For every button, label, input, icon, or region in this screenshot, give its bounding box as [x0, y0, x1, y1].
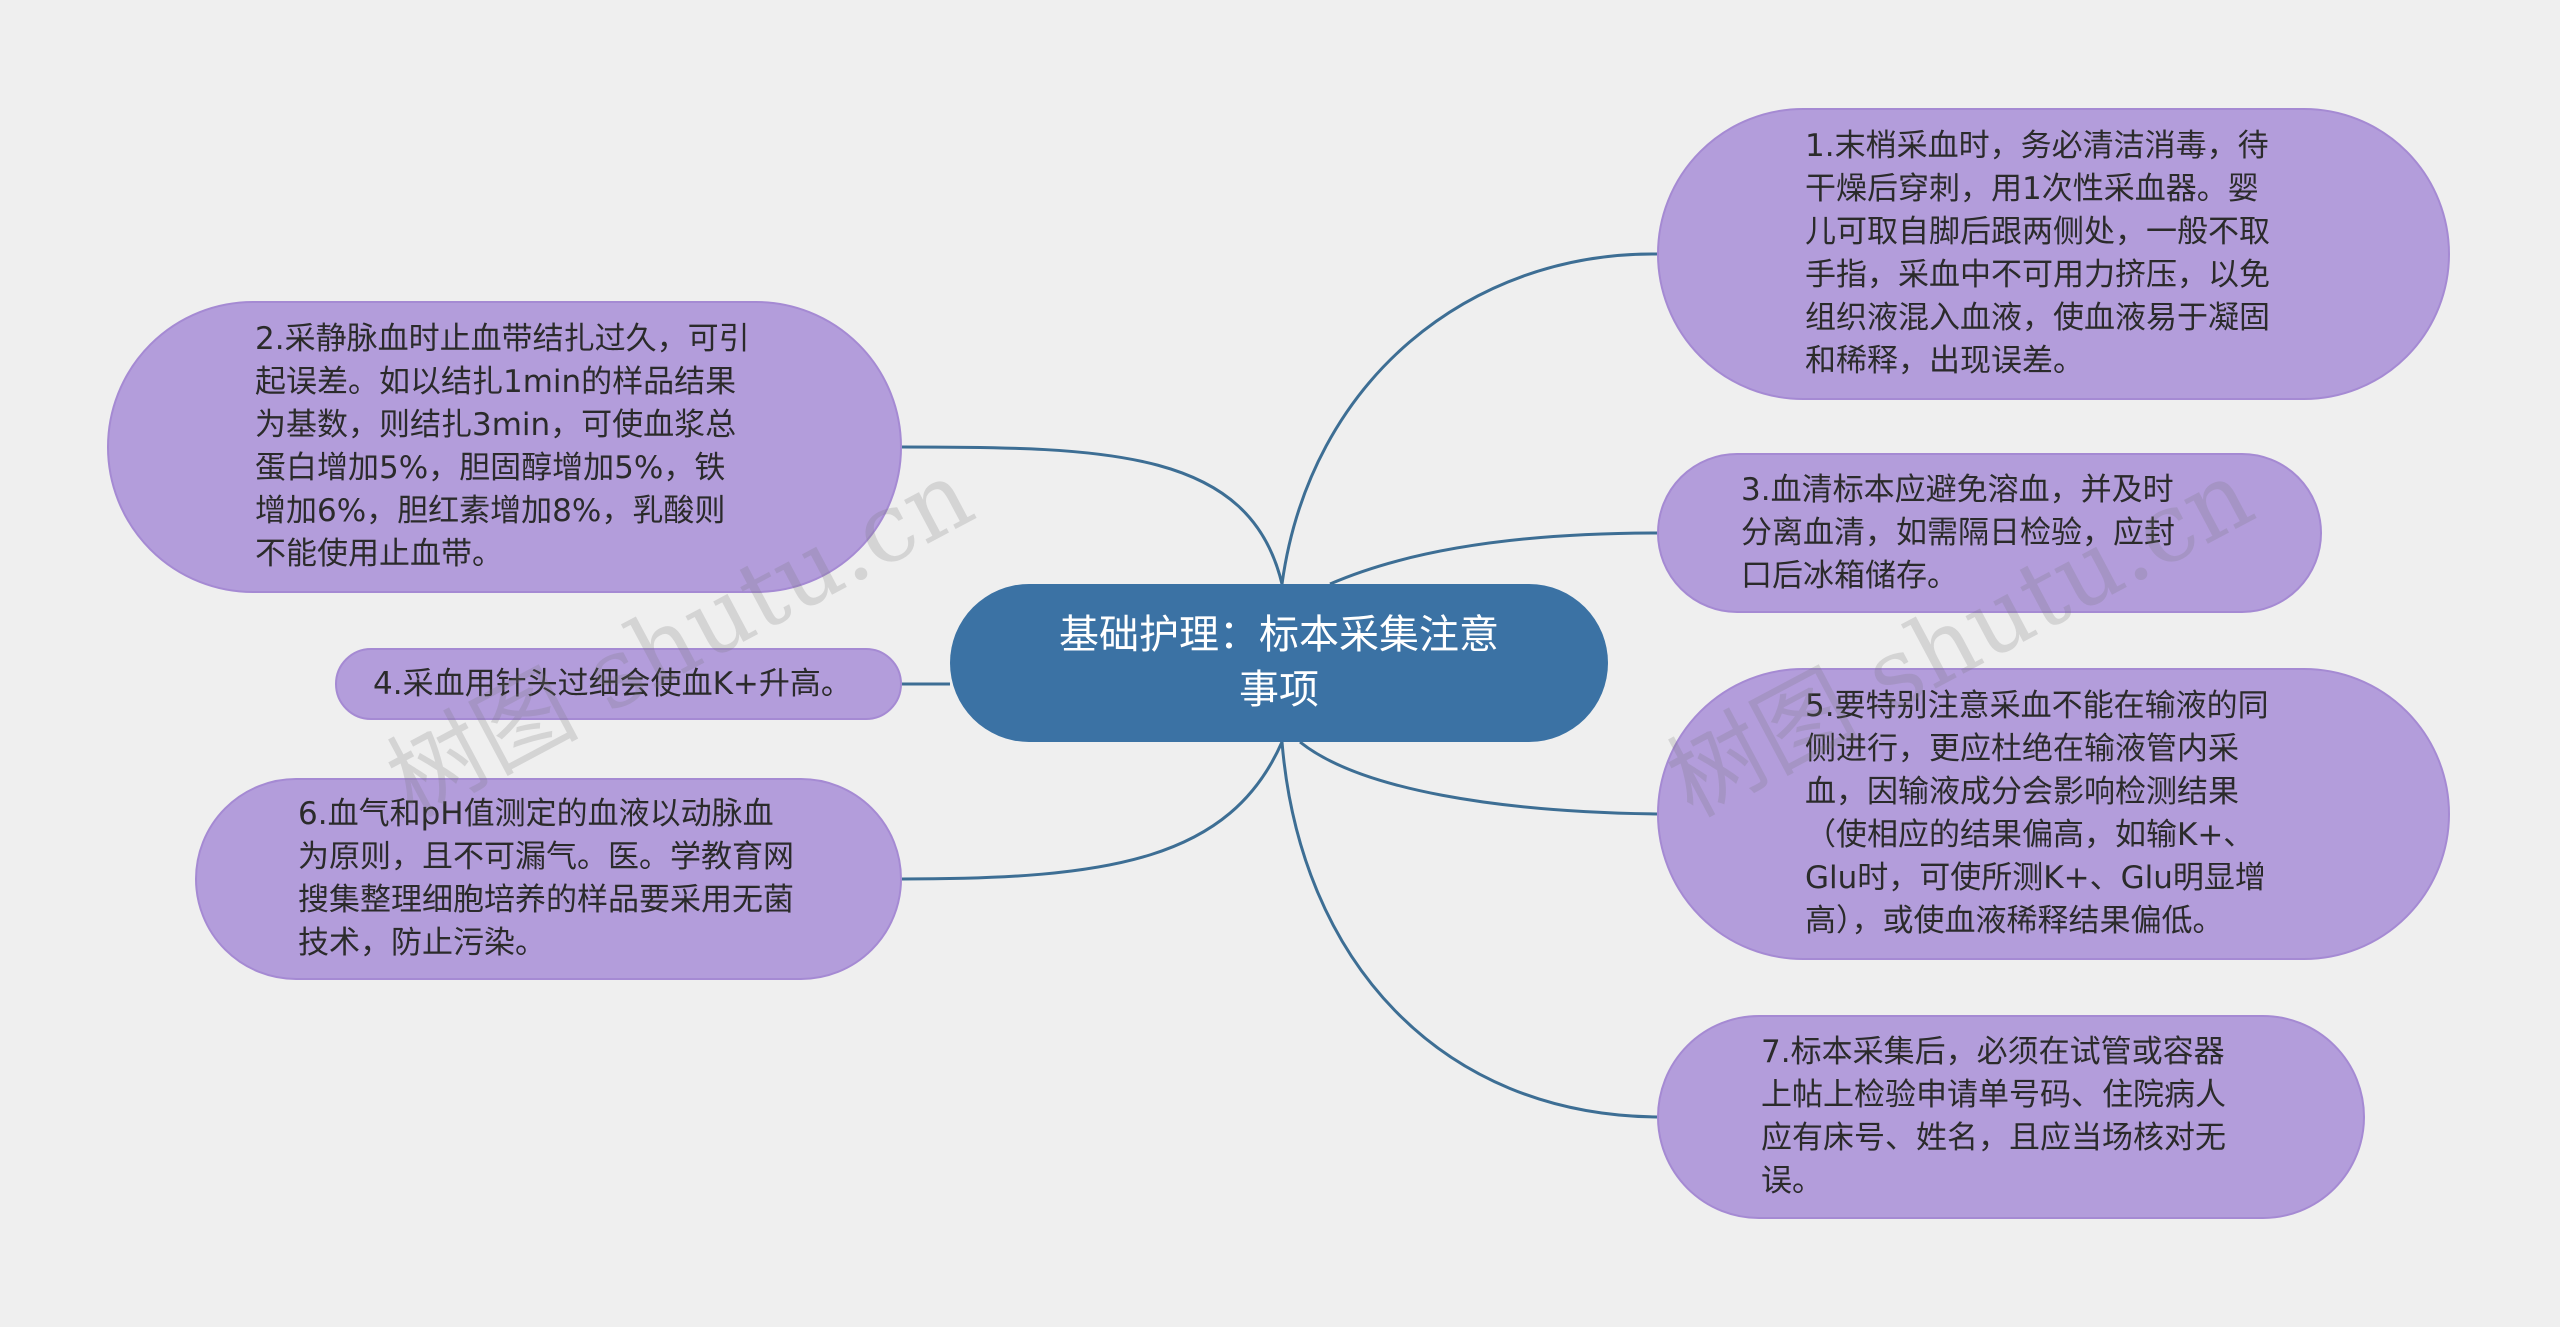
connector-n6	[901, 741, 1284, 881]
central-topic[interactable]: 基础护理：标本采集注意事项	[950, 584, 1608, 742]
topic-node-4[interactable]: 4.采血用针头过细会使血K+升高。	[335, 648, 902, 720]
connector-n3	[1329, 531, 1658, 586]
topic-node-3-text: 3.血清标本应避免溶血，并及时分离血清，如需隔日检验，应封口后冰箱储存。	[1741, 471, 2175, 594]
topic-node-3[interactable]: 3.血清标本应避免溶血，并及时分离血清，如需隔日检验，应封口后冰箱储存。	[1657, 453, 2322, 613]
topic-node-2-text: 2.采静脉血时止血带结扎过久，可引起误差。如以结扎1min的样品结果为基数，则结…	[255, 321, 750, 572]
topic-node-4-text: 4.采血用针头过细会使血K+升高。	[373, 665, 852, 702]
connector-n5	[1299, 740, 1658, 816]
connector-n2	[901, 445, 1284, 585]
topic-node-7[interactable]: 7.标本采集后，必须在试管或容器上帖上检验申请单号码、住院病人应有床号、姓名，且…	[1657, 1015, 2365, 1219]
topic-node-2[interactable]: 2.采静脉血时止血带结扎过久，可引起误差。如以结扎1min的样品结果为基数，则结…	[107, 301, 902, 593]
topic-node-1-text: 1.末梢采血时，务必清洁消毒，待干燥后穿刺，用1次性采血器。婴儿可取自脚后跟两侧…	[1805, 128, 2270, 379]
topic-node-6-text: 6.血气和pH值测定的血液以动脉血为原则，且不可漏气。医。学教育网搜集整理细胞培…	[298, 796, 794, 961]
topic-node-5-text: 5.要特别注意采血不能在输液的同侧进行，更应杜绝在输液管内采血，因输液成分会影响…	[1805, 688, 2269, 939]
connector-n7	[1280, 741, 1658, 1119]
topic-node-7-text: 7.标本采集后，必须在试管或容器上帖上检验申请单号码、住院病人应有床号、姓名，且…	[1761, 1034, 2226, 1199]
connector-n1	[1280, 252, 1658, 585]
topic-node-5[interactable]: 5.要特别注意采血不能在输液的同侧进行，更应杜绝在输液管内采血，因输液成分会影响…	[1657, 668, 2450, 960]
central-topic-label: 基础护理：标本采集注意事项	[1059, 612, 1499, 713]
topic-node-6[interactable]: 6.血气和pH值测定的血液以动脉血为原则，且不可漏气。医。学教育网搜集整理细胞培…	[195, 778, 902, 980]
topic-node-1[interactable]: 1.末梢采血时，务必清洁消毒，待干燥后穿刺，用1次性采血器。婴儿可取自脚后跟两侧…	[1657, 108, 2450, 400]
